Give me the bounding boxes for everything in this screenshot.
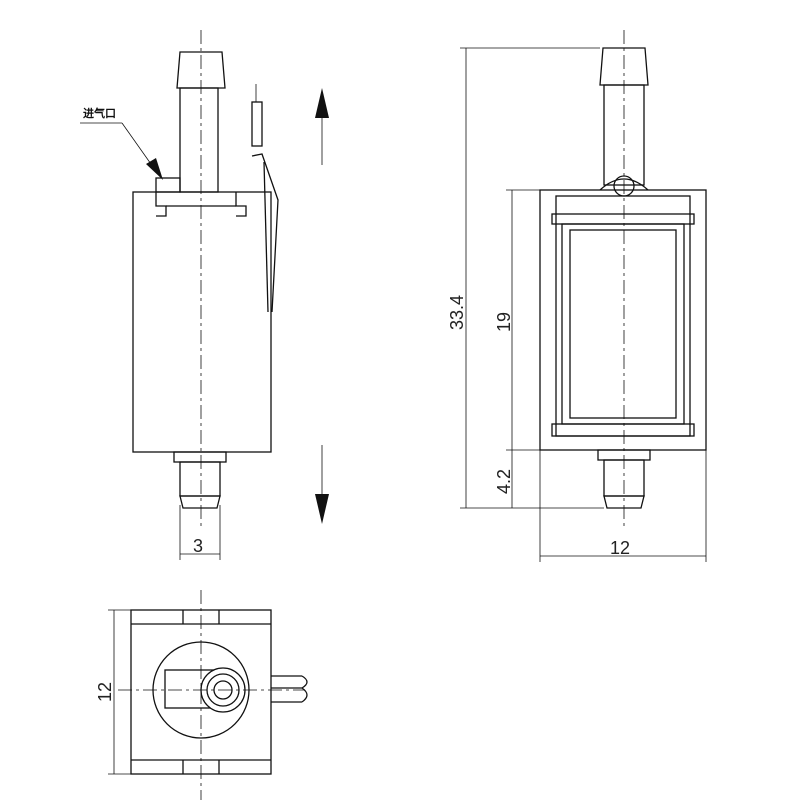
dim-top-width: 12: [95, 682, 115, 702]
front-nozzle-tip: [176, 51, 226, 89]
dim-body-height: 19: [494, 312, 514, 332]
side-frame-outer: [539, 189, 707, 451]
inlet-callout: 进气口: [80, 106, 163, 180]
inlet-label: 进气口: [83, 106, 116, 120]
side-nozzle-tip: [599, 47, 649, 86]
side-outlet-tip: [603, 495, 645, 509]
front-outlet-tube: [179, 461, 221, 497]
dim-base-height: 4.2: [494, 469, 514, 494]
front-outlet-tip: [179, 495, 221, 509]
front-outlet-collar: [173, 451, 227, 463]
side-view: 33.4 19 4.2 12: [447, 30, 707, 562]
side-frame-inner: [555, 195, 691, 437]
dim-total-height: 33.4: [447, 295, 467, 330]
front-terminal-edge: [263, 161, 269, 313]
dim-outlet-width: 3: [193, 536, 203, 556]
front-view: 3: [132, 30, 279, 560]
front-nozzle-tube: [179, 87, 219, 193]
front-inlet-step: [155, 177, 181, 193]
side-top-plate: [551, 213, 695, 225]
flow-arrow-up-icon: [315, 88, 329, 118]
top-terminal-end-2: [301, 687, 308, 703]
flow-arrow-down-icon: [315, 494, 329, 524]
front-body: [132, 191, 272, 453]
side-bottom-plate: [551, 423, 695, 437]
side-coil-outer: [561, 223, 685, 425]
front-notch-right: [235, 192, 247, 217]
inlet-arrow-icon: [146, 158, 163, 180]
dim-width: 12: [610, 538, 630, 558]
top-view: 12: [95, 590, 308, 800]
top-terminal-end-1: [301, 675, 308, 689]
front-terminal-upper: [251, 101, 263, 147]
front-notch-left: [155, 192, 167, 217]
side-nozzle-seat: [599, 178, 649, 191]
front-terminal-lower: [251, 153, 279, 313]
side-coil-inner: [569, 229, 677, 419]
flow-arrows: [315, 88, 329, 524]
